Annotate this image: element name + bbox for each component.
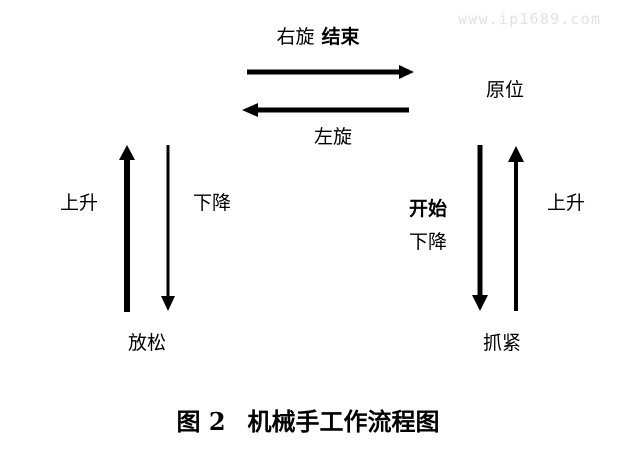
label-end: 结束 [321, 26, 360, 48]
label-grip: 抓紧 [482, 332, 522, 354]
right-rise-arrow [508, 146, 524, 311]
label-fall-left: 下降 [192, 192, 232, 214]
label-rise-left: 上升 [59, 192, 99, 214]
figure-caption-number: 图 2 [176, 407, 226, 436]
label-start: 开始 [408, 199, 448, 220]
figure-caption-title: 机械手工作流程图 [247, 407, 440, 436]
label-home-position: 原位 [485, 79, 525, 101]
label-rotate-left: 左旋 [313, 126, 353, 148]
flowchart-diagram [119, 65, 524, 312]
right-descend-arrow [472, 145, 488, 311]
left-rise-arrow [119, 145, 135, 312]
label-descend-right: 下降 [408, 232, 448, 253]
label-release: 放松 [127, 332, 167, 354]
label-rotate-right-end: 右旋结束 [276, 26, 360, 48]
label-rise-right: 上升 [546, 192, 586, 214]
left-fall-arrow [161, 145, 175, 311]
rotate-right-arrow [247, 65, 414, 79]
label-rotate-right: 右旋 [276, 26, 315, 48]
rotate-left-arrow [242, 103, 409, 117]
watermark-text: www.ip1689.com [458, 10, 602, 28]
label-start-descend-block: 开始 下降 [409, 194, 447, 254]
figure-caption: 图 2 机械手工作流程图 [176, 402, 439, 437]
